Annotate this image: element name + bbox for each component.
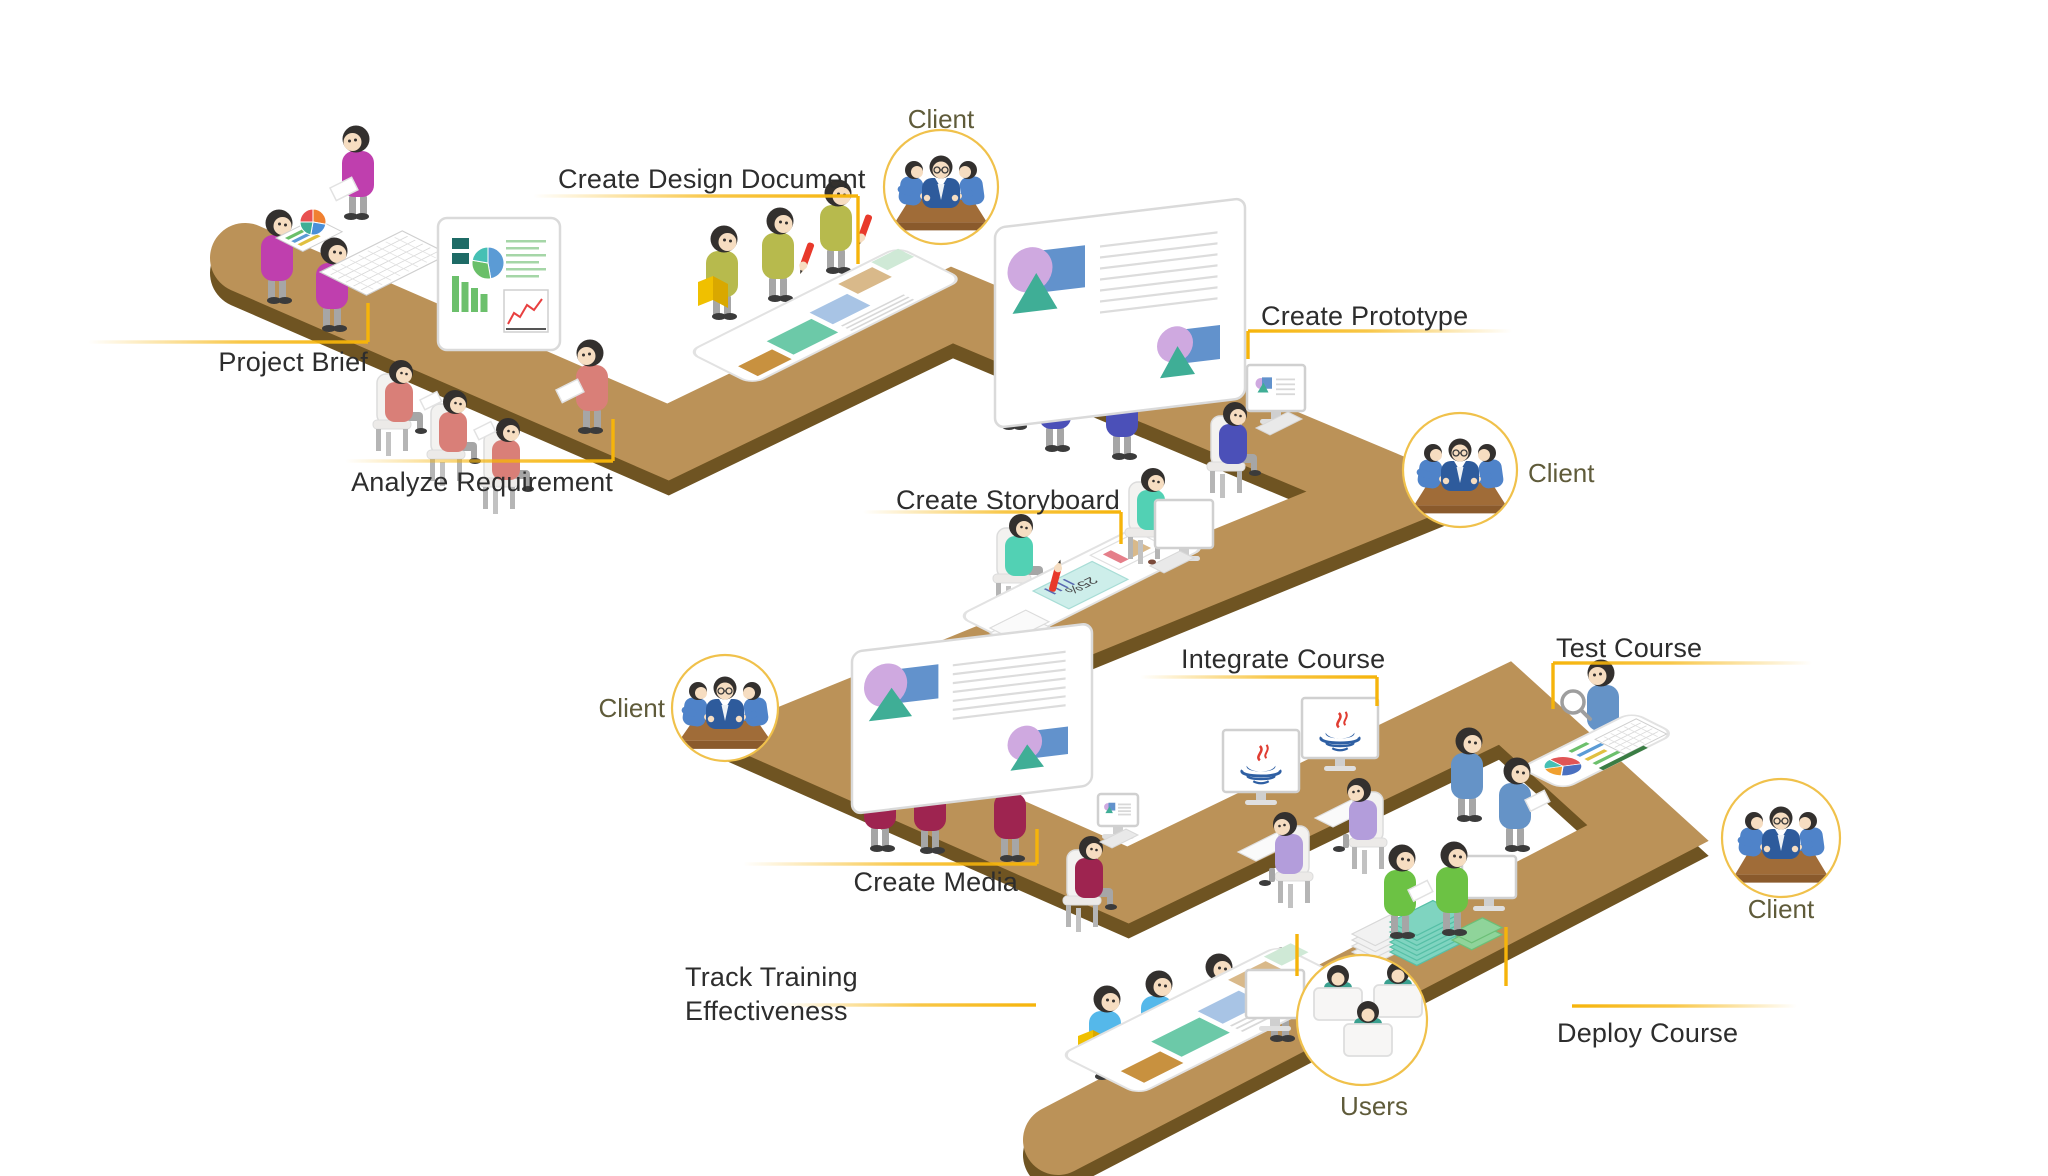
client-meeting-icon	[1735, 806, 1827, 883]
person	[1587, 659, 1619, 754]
label-analyze-requirement: Analyze Requirement	[351, 467, 613, 497]
person	[261, 209, 293, 304]
person	[1384, 844, 1416, 939]
label-client-right: Client	[1528, 458, 1595, 488]
workflow-path	[210, 223, 1709, 1176]
connector-line	[1248, 329, 1512, 333]
label-connectors	[88, 194, 1812, 1008]
client-badge-bottom-right	[1720, 777, 1842, 899]
test-course-cluster	[1451, 659, 1670, 852]
client-badge-left	[670, 653, 780, 763]
connector-elbow	[1295, 934, 1299, 976]
seated-person	[1259, 812, 1303, 886]
connector-line	[533, 194, 858, 198]
label-create-storyboard: Create Storyboard	[895, 485, 1120, 515]
create-design-document-cluster	[692, 179, 958, 382]
create-storyboard-cluster: 25%	[962, 468, 1215, 651]
work-table	[692, 248, 958, 382]
monitor	[1221, 728, 1301, 805]
deploy-course-cluster	[1350, 841, 1518, 967]
person	[1451, 727, 1483, 822]
connector-line	[778, 1003, 1036, 1007]
paper-sheet	[418, 390, 443, 411]
paper-sheet	[1406, 879, 1434, 903]
track-training-cluster	[1064, 943, 1353, 1092]
project-brief-cluster	[261, 125, 451, 332]
monitor	[1244, 968, 1306, 1031]
work-table	[1524, 714, 1670, 788]
red-pencil-icon	[1049, 559, 1063, 592]
person	[342, 125, 374, 220]
paper-stack	[1450, 917, 1504, 951]
connector-line	[743, 862, 1037, 866]
label-client-top: Client	[907, 104, 975, 134]
label-users: Users	[1340, 1091, 1408, 1121]
monitor	[1300, 696, 1380, 771]
person	[820, 179, 852, 274]
java-logo-icon	[1240, 744, 1282, 785]
client-meeting-icon	[1414, 438, 1506, 514]
analyze-requirement-cluster	[372, 216, 608, 514]
connector-elbow	[611, 419, 615, 461]
label-create-media: Create Media	[853, 867, 1018, 897]
paper-sheet	[328, 176, 359, 202]
connector-elbow	[1246, 331, 1250, 359]
connector-elbow	[856, 196, 860, 264]
connector-elbow	[1504, 927, 1508, 986]
client-meeting-icon	[895, 155, 987, 231]
client-badge-top	[882, 128, 1000, 246]
person	[1436, 841, 1468, 936]
person	[576, 339, 608, 434]
connector-line	[1140, 675, 1377, 679]
monitor	[1460, 854, 1518, 911]
users-badge	[1295, 953, 1429, 1087]
users-at-computers-icon	[1313, 962, 1423, 1057]
magnifier-icon	[1560, 689, 1592, 721]
connector-line	[88, 340, 368, 344]
person	[706, 225, 738, 320]
seated-person	[1333, 778, 1377, 852]
red-pencil-icon	[799, 242, 815, 274]
label-create-design-document: Create Design Document	[558, 164, 866, 194]
label-create-prototype: Create Prototype	[1261, 301, 1469, 331]
connector-line	[345, 459, 613, 463]
label-client-bottom-right: Client	[1747, 894, 1815, 924]
seated-person	[1075, 836, 1117, 910]
connector-elbow	[366, 303, 370, 342]
client-badge-right	[1401, 411, 1519, 529]
label-integrate-course: Integrate Course	[1181, 644, 1386, 674]
client-meeting-icon	[679, 676, 771, 749]
label-project-brief: Project Brief	[218, 347, 368, 377]
person	[1499, 757, 1531, 852]
label-client-left: Client	[598, 693, 665, 723]
connector-elbow	[1119, 512, 1123, 544]
label-track-training-effectiveness: Track Training Effectiveness	[685, 962, 858, 1026]
label-test-course: Test Course	[1556, 633, 1703, 663]
person	[762, 207, 794, 302]
connector-elbow	[1035, 829, 1039, 864]
connector-line	[863, 510, 1121, 514]
java-logo-icon	[1319, 711, 1361, 752]
paper-sheet	[1523, 789, 1551, 813]
design-whiteboard	[850, 623, 1094, 815]
connector-elbow	[1551, 663, 1555, 709]
connector-line	[1572, 1004, 1797, 1008]
spreadsheet	[318, 230, 451, 296]
connector-elbow	[1375, 677, 1379, 706]
design-whiteboard	[993, 197, 1247, 429]
paper-sheet	[554, 378, 585, 404]
whiteboard-charts	[436, 216, 562, 352]
yellow-folder-icon	[698, 276, 728, 308]
integrate-course-cluster	[1221, 696, 1388, 908]
connector-line	[1553, 661, 1812, 665]
seated-person	[385, 360, 427, 434]
seated-person	[1219, 402, 1261, 476]
label-deploy-course: Deploy Course	[1557, 1018, 1739, 1048]
paper-sheet	[472, 420, 497, 441]
